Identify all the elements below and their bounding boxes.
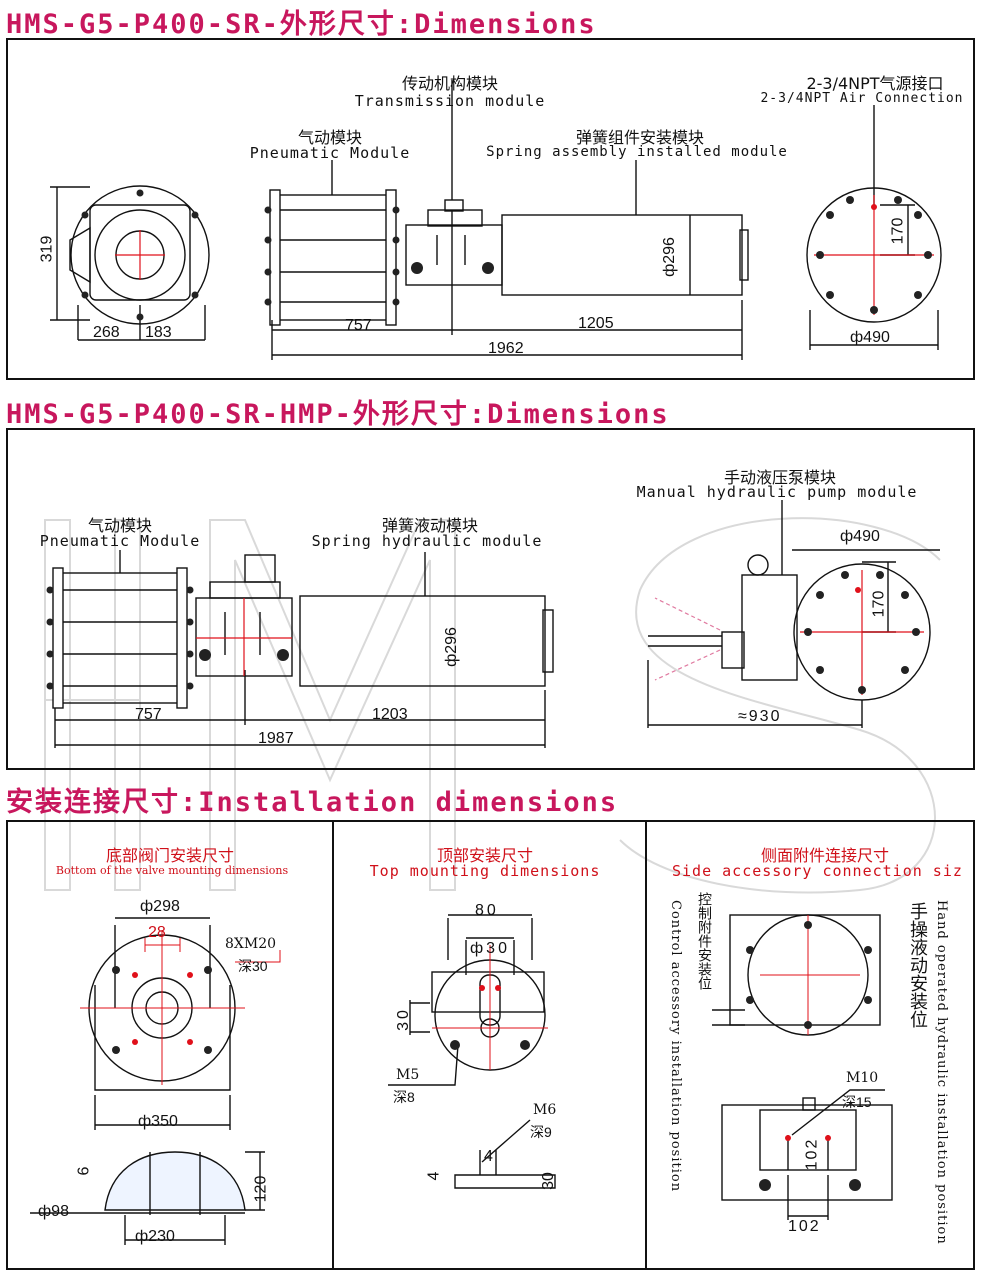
air-connection-label-en: 2-3/4NPT Air Connection (760, 91, 964, 106)
dim-757: 757 (345, 317, 372, 334)
section2-frame (6, 428, 975, 770)
dim3-d350: ф350 (138, 1113, 178, 1130)
dim3-side-m10: M10 (846, 1070, 879, 1086)
dim-268: 268 (93, 324, 120, 341)
dim3-top-depth8: 深8 (393, 1089, 415, 1105)
dim3-top-m5: M5 (396, 1067, 420, 1083)
dim3-d98: ф98 (38, 1203, 69, 1220)
transmission-label-en: Transmission module (354, 92, 546, 110)
dim3-6: 6 (75, 1166, 93, 1176)
dim-d490: ф490 (850, 329, 890, 346)
dim3-top-4a: 4 (484, 1148, 493, 1165)
transmission-label-cn: 传动机构模块 (401, 74, 498, 93)
section3-frame (6, 820, 975, 1270)
section2-drawing (46, 500, 940, 748)
dim3-depth30: 深30 (238, 958, 268, 974)
side-label-cn: 侧面附件连接尺寸 (760, 846, 889, 865)
side-hand-label-cn: 手操液动安装位 (907, 902, 928, 1028)
dim-183: 183 (145, 324, 172, 341)
dim3-top-80: 80 (475, 902, 499, 919)
dim2-1987: 1987 (258, 730, 294, 747)
dim-1205: 1205 (578, 315, 614, 332)
dim3-top-depth9: 深9 (530, 1124, 552, 1140)
dim-1962: 1962 (488, 340, 524, 357)
spring-hydraulic-label-en: Spring hydraulic module (311, 532, 543, 550)
dim3-top-4b: 4 (425, 1171, 443, 1181)
pneumatic-label-cn: 气动模块 (297, 128, 362, 147)
pneumatic2-label-cn: 气动模块 (87, 516, 152, 535)
dim2-d490: ф490 (840, 528, 880, 545)
side-control-label-cn: 控制附件安装位 (696, 892, 712, 990)
side-control-label-en: Control accessory installation position (668, 900, 683, 1193)
section3-title: 安装连接尺寸:Installation dimensions (6, 787, 619, 818)
spring-label-en: Spring assembly installed module (486, 144, 788, 160)
pneumatic2-label-en: Pneumatic Module (39, 532, 201, 550)
dim3-top-30b: 30 (539, 1172, 557, 1190)
pump-label-cn: 手动液压泵模块 (723, 468, 836, 487)
section3-divider-1 (332, 820, 334, 1270)
pump-label-en: Manual hydraulic pump module (636, 483, 918, 501)
dim3-28: 28 (148, 924, 166, 941)
bottom-label-cn: 底部阀门安装尺寸 (105, 846, 234, 865)
section1-frame (6, 38, 975, 380)
side-hand-label-en: Hand operated hydraulic installation pos… (934, 900, 949, 1245)
spring-label-cn: 弹簧组件安装模块 (575, 128, 704, 147)
dim2-1203: 1203 (372, 706, 408, 723)
dim3-top-m6: M6 (533, 1102, 557, 1118)
dim3-top-d30: ф30 (470, 940, 510, 957)
side-label-en: Side accessory connection siz (672, 862, 963, 880)
dim3-side-102a: 102 (803, 1137, 821, 1171)
top-label-en: Top mounting dimensions (369, 862, 601, 880)
dim3-120: 120 (252, 1175, 270, 1203)
bottom-label-en: Bottom of the valve mounting dimensions (55, 864, 289, 877)
pneumatic-label-en: Pneumatic Module (249, 144, 411, 162)
dim3-d298: ф298 (140, 898, 180, 915)
air-connection-label-cn: 2-3/4NPT气源接口 (806, 74, 944, 93)
dim2-757: 757 (135, 706, 162, 723)
dim3-top-30: 30 (394, 1007, 412, 1031)
section1-drawing (50, 80, 942, 360)
dim3-side-depth15: 深15 (842, 1094, 872, 1110)
spring-hydraulic-label-cn: 弹簧液动模块 (381, 516, 478, 535)
dim2-930: ≈930 (738, 708, 782, 725)
section1-title: HMS-G5-P400-SR-外形尺寸:Dimensions (6, 9, 597, 40)
dim3-side-102b: 102 (788, 1218, 821, 1235)
top-label-cn: 顶部安装尺寸 (436, 846, 533, 865)
dim3-d230: ф230 (135, 1228, 175, 1245)
section3-divider-2 (645, 820, 647, 1270)
section2-title: HMS-G5-P400-SR-HMP-外形尺寸:Dimensions (6, 399, 670, 430)
dim3-8xm20: 8XM20 (225, 936, 277, 952)
